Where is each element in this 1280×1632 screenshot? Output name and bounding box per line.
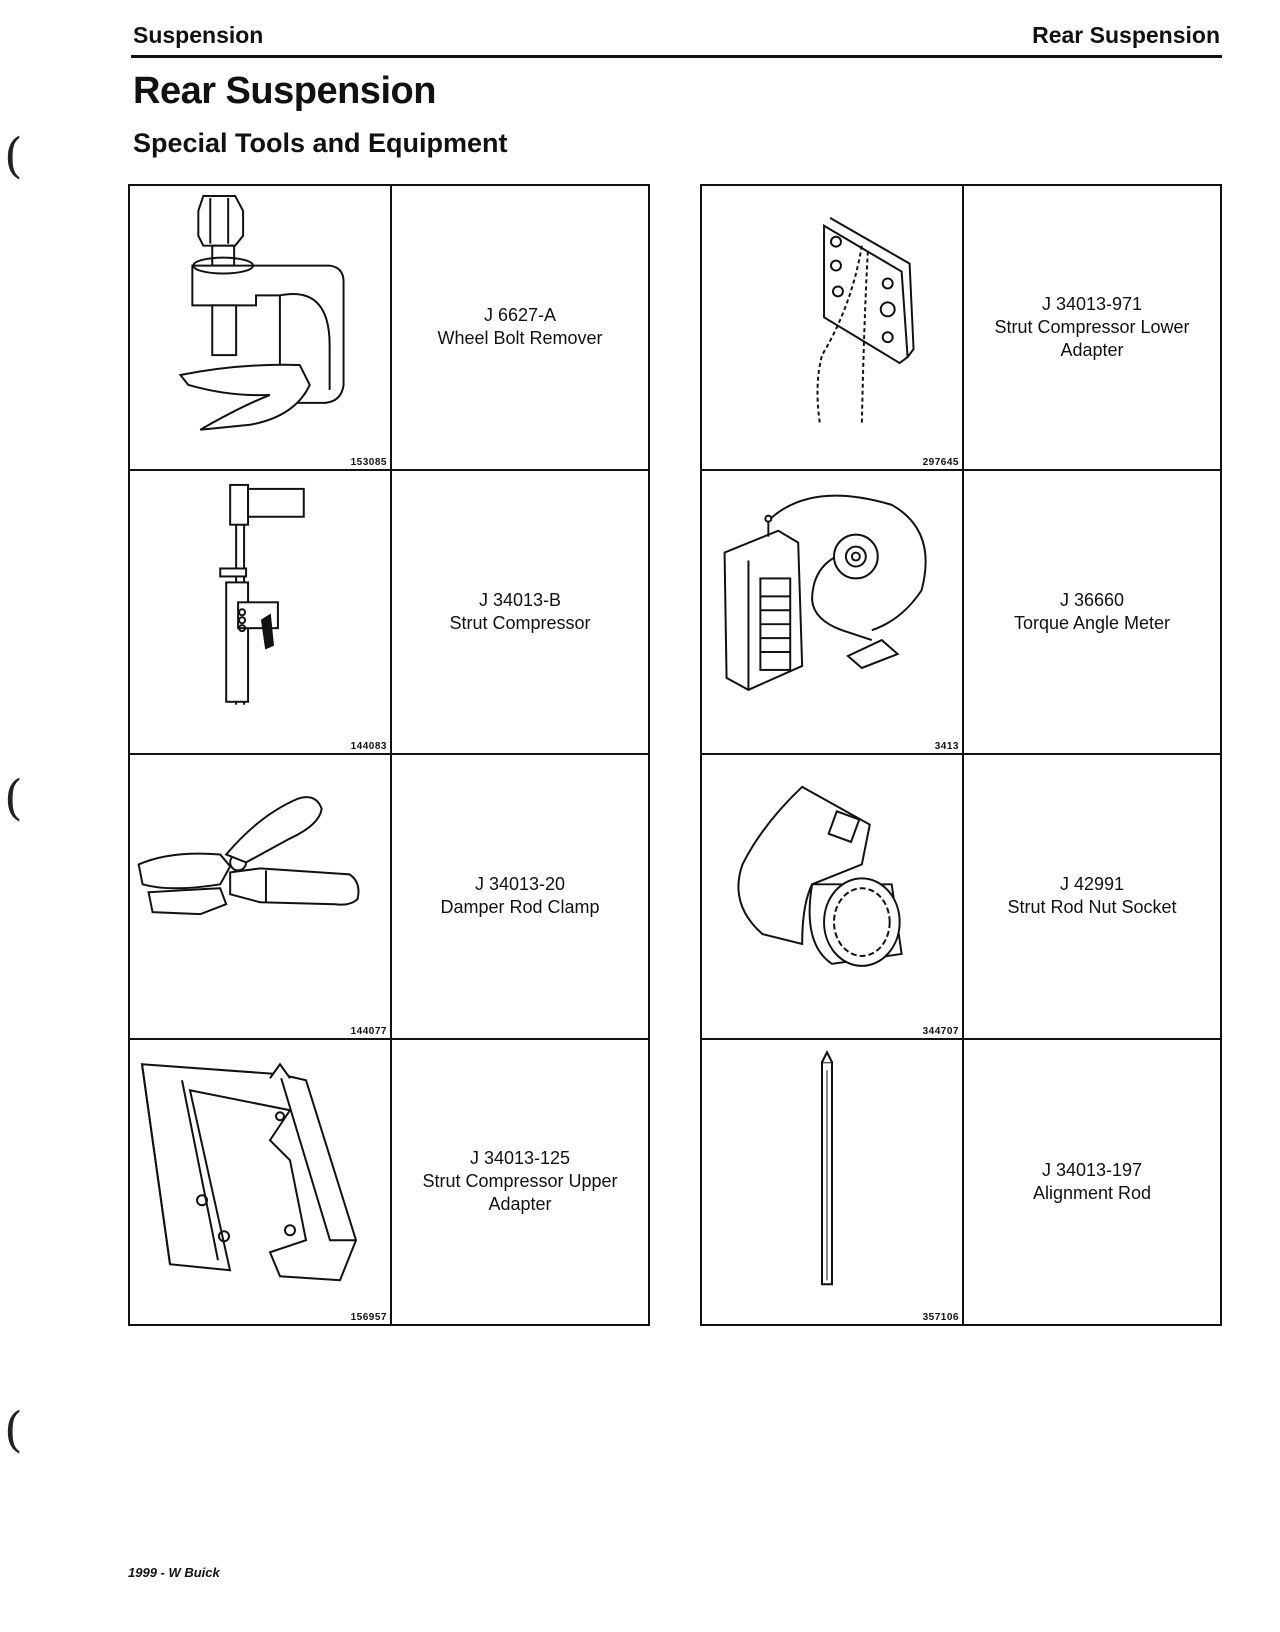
tool-description: J 34013-125 Strut Compressor Upper Adapt…	[392, 1040, 648, 1325]
tool-name: Strut Compressor	[449, 612, 591, 633]
tool-part-number: J 34013-197	[1041, 1159, 1143, 1180]
tool-name: Damper Rod Clamp	[440, 897, 600, 918]
tool-description: J 34013-971 Strut Compressor Lower Adapt…	[964, 186, 1220, 471]
tool-illustration: 156957	[130, 1039, 392, 1324]
strut-rod-nut-socket-icon	[737, 785, 903, 967]
binder-mark: (	[4, 1402, 23, 1458]
tool-illustration: 344707	[702, 755, 964, 1040]
tool-description: J 34013-B Strut Compressor	[392, 471, 648, 755]
strut-compressor-icon	[219, 483, 305, 705]
tools-table-right: 297645 J 34013-971 Strut Compressor Lowe…	[700, 184, 1222, 1326]
tool-illustration: 144083	[130, 470, 392, 755]
tool-part-number: J 34013-971	[1041, 293, 1143, 314]
tools-table-left: 153085 J 6627-A Wheel Bolt Remover 14408…	[128, 184, 650, 1326]
tool-name: Strut Compressor Lower Adapter	[994, 316, 1190, 360]
tool-name: Wheel Bolt Remover	[437, 328, 603, 349]
tool-name: Strut Compressor Upper Adapter	[422, 1171, 618, 1215]
torque-angle-meter-icon	[723, 494, 927, 691]
tool-illustration: 297645	[702, 186, 964, 471]
tool-description: J 6627-A Wheel Bolt Remover	[392, 186, 648, 471]
header-page-label: Rear Suspension	[1032, 22, 1220, 48]
upper-adapter-icon	[140, 1062, 358, 1281]
lower-adapter-icon	[816, 216, 915, 425]
alignment-rod-icon	[821, 1049, 833, 1285]
tool-illustration: 357106	[702, 1039, 964, 1324]
binder-mark: (	[4, 128, 23, 184]
figure-number: 3413	[934, 741, 959, 752]
tool-description: J 34013-197 Alignment Rod	[964, 1040, 1220, 1325]
figure-number: 297645	[922, 456, 959, 468]
figure-number: 344707	[922, 1025, 959, 1037]
page-title: Rear Suspension	[133, 70, 436, 112]
header-rule	[131, 55, 1222, 58]
figure-number: 144083	[350, 741, 387, 752]
tool-part-number: J 34013-125	[469, 1148, 571, 1169]
damper-rod-clamp-icon	[137, 796, 360, 916]
section-subtitle: Special Tools and Equipment	[133, 128, 508, 158]
tool-illustration: 144077	[130, 755, 392, 1040]
figure-number: 156957	[350, 1312, 387, 1323]
figure-number: 357106	[922, 1312, 959, 1323]
tool-description: J 36660 Torque Angle Meter	[964, 471, 1220, 755]
tool-part-number: J 34013-B	[478, 589, 562, 610]
tool-part-number: J 42991	[1059, 874, 1125, 895]
wheel-bolt-remover-icon	[178, 194, 345, 431]
tool-part-number: J 36660	[1059, 589, 1125, 610]
tool-part-number: J 6627-A	[483, 305, 557, 326]
page-footer: 1999 - W Buick	[128, 1565, 220, 1580]
binder-mark: (	[4, 770, 23, 826]
header-section-label: Suspension	[133, 22, 264, 48]
tool-illustration: 3413	[702, 470, 964, 755]
tool-illustration: 153085	[130, 186, 392, 471]
figure-number: 144077	[350, 1025, 387, 1037]
tool-name: Strut Rod Nut Socket	[1007, 897, 1177, 918]
tool-name: Torque Angle Meter	[1013, 612, 1171, 633]
tool-description: J 34013-20 Damper Rod Clamp	[392, 755, 648, 1040]
tool-name: Alignment Rod	[1032, 1182, 1152, 1203]
tool-description: J 42991 Strut Rod Nut Socket	[964, 755, 1220, 1040]
figure-number: 153085	[350, 456, 387, 468]
tool-part-number: J 34013-20	[474, 874, 566, 895]
